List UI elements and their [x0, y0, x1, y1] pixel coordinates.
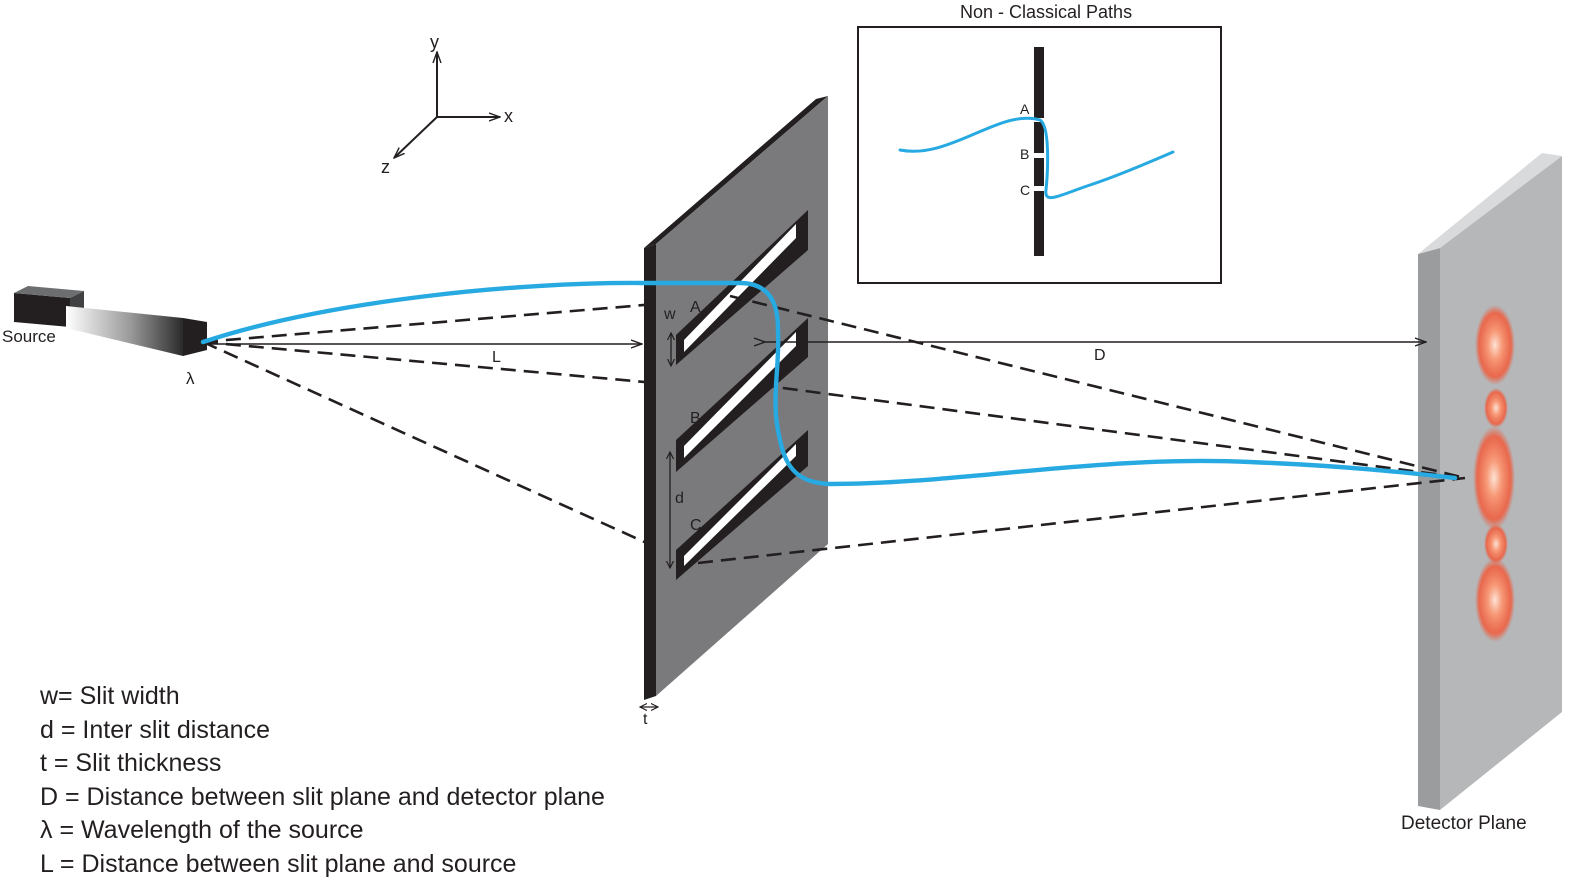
slit-width-label: w [663, 306, 676, 323]
legend-item: L = Distance between slit plane and sour… [40, 849, 517, 878]
slit-distance-label: d [675, 490, 684, 507]
wavelength-label: λ [186, 369, 195, 388]
source-emitter [14, 286, 207, 356]
inset-panel [857, 26, 1222, 284]
inset-label-c: C [1020, 182, 1030, 198]
inset-label-b: B [1020, 146, 1029, 162]
non-classical-path [200, 280, 1458, 487]
legend-item: d = Inter slit distance [40, 715, 270, 744]
distance-L-label: L [492, 349, 501, 366]
axis-y-label: y [430, 32, 439, 52]
slit-plate [644, 96, 828, 700]
inset-label-a: A [1020, 101, 1030, 117]
classical-rays-outgoing [697, 294, 1466, 565]
inset-title: Non - Classical Paths [960, 2, 1132, 22]
legend-item: λ = Wavelength of the source [40, 816, 364, 845]
thickness-label: t [643, 711, 648, 728]
source-label: Source [2, 327, 56, 346]
legend: w= Slit width d = Inter slit distance t … [40, 680, 605, 882]
legend-item: t = Slit thickness [40, 749, 222, 778]
classical-rays-incoming [202, 300, 681, 552]
distance-D-label: D [1094, 347, 1106, 364]
legend-item: w= Slit width [40, 682, 180, 710]
slit-c-label: C [690, 517, 702, 534]
interference-fringes [1473, 305, 1515, 642]
legend-item: D = Distance between slit plane and dete… [40, 782, 605, 811]
slit-b-label: B [690, 410, 701, 427]
detector-label: Detector Plane [1401, 813, 1527, 834]
inset-path [898, 116, 1175, 200]
axis-z-label: z [381, 157, 390, 177]
slit-a-label: A [690, 299, 701, 316]
axis-x-label: x [504, 106, 513, 126]
axes-triad: y x z [381, 32, 513, 177]
